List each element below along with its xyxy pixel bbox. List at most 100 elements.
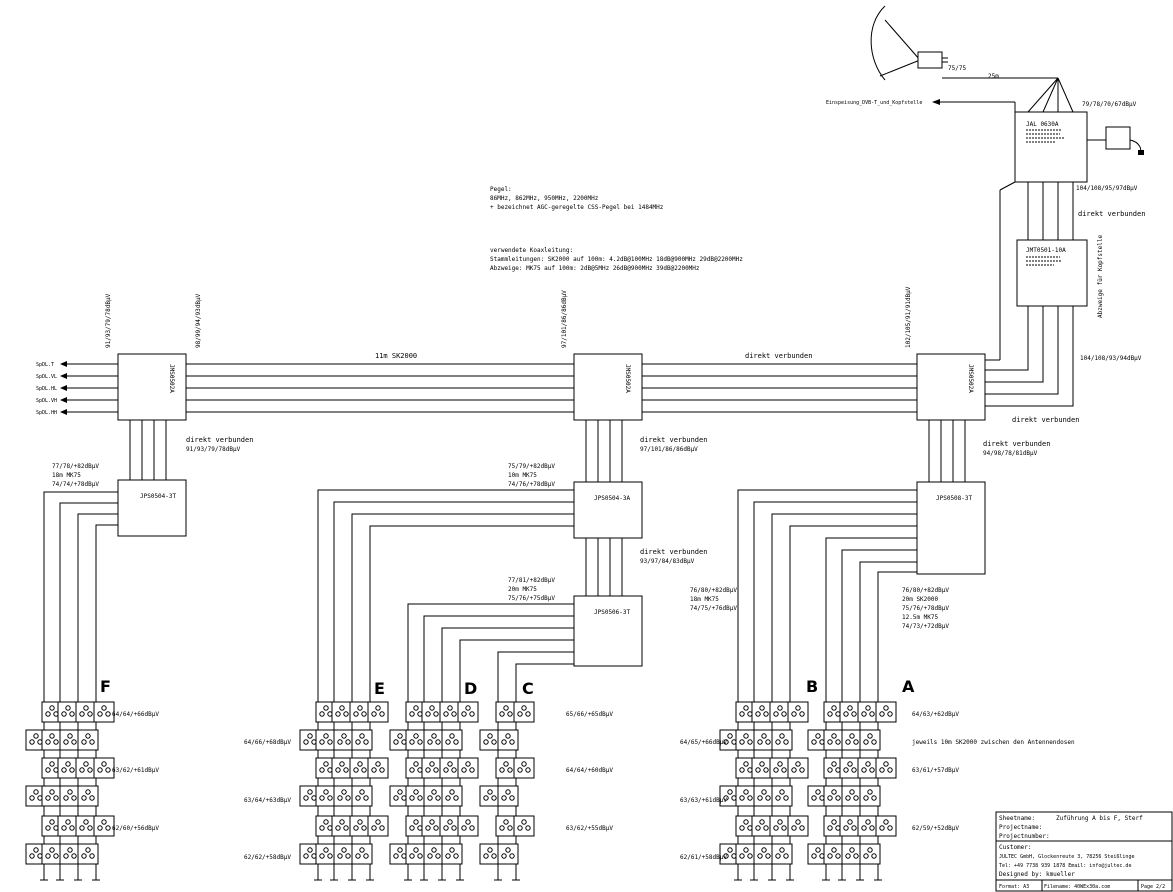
- socket-port: [871, 795, 877, 801]
- socket-port: [779, 733, 785, 739]
- socket-port: [83, 761, 89, 767]
- socket-port: [739, 853, 745, 859]
- socket-port: [447, 705, 453, 711]
- switch1-line0: 77/78/+82dBµV: [52, 463, 99, 470]
- socket-port: [759, 761, 765, 767]
- socket-port: [319, 767, 325, 773]
- socket-port: [345, 739, 351, 745]
- split1-levels: 91/93/79/78dBµV: [186, 446, 241, 453]
- socket-port: [757, 739, 763, 745]
- socket-port: [775, 853, 781, 859]
- socket-port: [425, 711, 431, 717]
- socket-port: [397, 733, 403, 739]
- socket-port: [781, 711, 787, 717]
- socket-port: [755, 825, 761, 831]
- socket-port: [847, 819, 853, 825]
- socket-port: [791, 711, 797, 717]
- socket-port: [345, 795, 351, 801]
- socket-port: [521, 819, 527, 825]
- socket-port: [67, 789, 73, 795]
- tb-tel: Tel: +49 7738 939 1878 Email: info@julte…: [999, 863, 1131, 869]
- socket-port: [491, 853, 497, 859]
- antenna-socket: [479, 729, 501, 751]
- socket-port: [755, 711, 761, 717]
- antenna-socket: [479, 785, 501, 807]
- socket-port: [323, 789, 329, 795]
- socket-port: [845, 795, 851, 801]
- antenna-socket: [93, 757, 115, 779]
- header-unit-jal0630a: [1014, 111, 1088, 183]
- socket-port: [87, 711, 93, 717]
- socket-port: [723, 853, 729, 859]
- antenna-socket: [421, 757, 443, 779]
- socket-port: [507, 711, 513, 717]
- socket-port: [861, 711, 867, 717]
- socket-port: [45, 739, 51, 745]
- socket-port: [451, 767, 457, 773]
- socket-port: [371, 767, 377, 773]
- socket-port: [783, 795, 789, 801]
- antenna-socket: [497, 785, 519, 807]
- socket-port: [815, 733, 821, 739]
- plug-icon: [1138, 150, 1144, 155]
- split2-levels: 97/101/86/86dBµV: [640, 446, 698, 453]
- socket-port: [499, 711, 505, 717]
- socket-port: [827, 739, 833, 745]
- antenna-socket: [823, 729, 845, 751]
- levels-a-0: 64/63/+62dBµV: [912, 711, 959, 718]
- socket-port: [431, 789, 437, 795]
- levels-b-2: 62/61/+58dBµV: [680, 854, 727, 861]
- socket-port: [505, 847, 511, 853]
- antenna-socket: [771, 843, 793, 865]
- tb-projectname: Projectname:: [999, 824, 1042, 831]
- trunk-left-levels-b: 98/99/94/93dBµV: [195, 293, 202, 348]
- socket-port: [71, 739, 77, 745]
- antenna-sockets: [25, 700, 897, 881]
- socket-port: [85, 789, 91, 795]
- tb-filename: Filename: 40WEx30a.com: [1044, 884, 1110, 890]
- antenna-socket: [497, 843, 519, 865]
- socket-port: [811, 795, 817, 801]
- switch4-line2: 75/76/+78dBµV: [902, 605, 949, 612]
- antenna-socket: [331, 757, 353, 779]
- socket-port: [835, 853, 841, 859]
- socket-port: [45, 825, 51, 831]
- socket-port: [743, 847, 749, 853]
- split3-levels: 94/98/78/81dBµV: [983, 450, 1038, 457]
- levels-b-0: 64/65/+66dBµV: [680, 739, 727, 746]
- socket-port: [49, 819, 55, 825]
- amp-side-label: Abzweige für Kopfstelle: [1097, 235, 1104, 318]
- socket-port: [871, 739, 877, 745]
- socket-port: [67, 733, 73, 739]
- antenna-socket: [495, 701, 517, 723]
- antenna-socket: [315, 785, 337, 807]
- socket-port: [831, 789, 837, 795]
- multiswitch-left-name: JMS0502A: [168, 364, 175, 393]
- cable-note-0: verwendete Koaxleitung:: [490, 247, 573, 254]
- socket-port: [361, 711, 367, 717]
- socket-port: [429, 705, 435, 711]
- socket-port: [53, 853, 59, 859]
- socket-port: [887, 767, 893, 773]
- socket-port: [355, 795, 361, 801]
- socket-port: [339, 819, 345, 825]
- socket-port: [781, 825, 787, 831]
- socket-port: [739, 795, 745, 801]
- socket-port: [517, 711, 523, 717]
- socket-port: [865, 761, 871, 767]
- socket-port: [827, 711, 833, 717]
- socket-port: [743, 705, 749, 711]
- switch-jps0506-3t: [573, 595, 643, 667]
- antenna-socket: [497, 729, 519, 751]
- socket-port: [743, 733, 749, 739]
- antenna-socket: [513, 701, 535, 723]
- socket-port: [319, 853, 325, 859]
- socket-port: [413, 847, 419, 853]
- antenna-socket: [875, 815, 897, 837]
- antenna-socket: [457, 815, 479, 837]
- socket-port: [723, 739, 729, 745]
- levels-a-1: 63/61/+57dBµV: [912, 767, 959, 774]
- socket-port: [61, 825, 67, 831]
- tb-page: Page 2/2: [1141, 884, 1165, 890]
